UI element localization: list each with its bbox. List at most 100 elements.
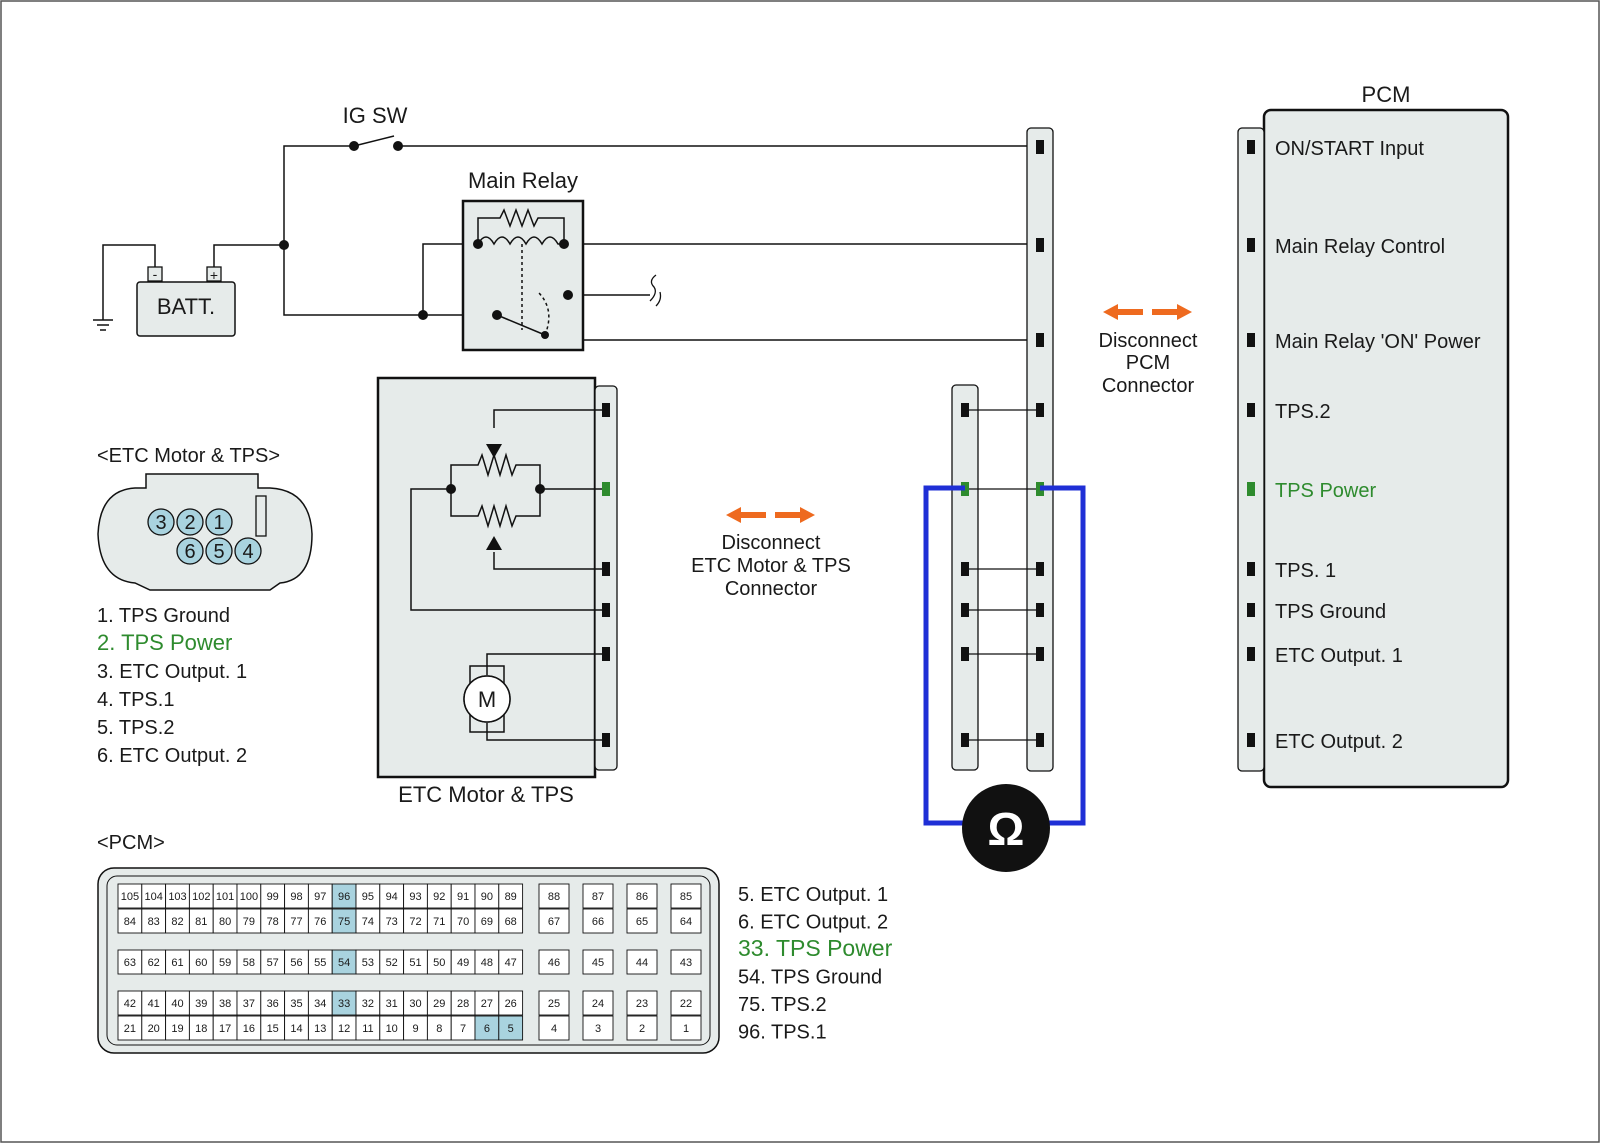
pcm-connector-pin-number: 41 [148,998,160,1010]
pcm-connector-cell [626,908,658,934]
pcm-connector-pin-number: 17 [219,1023,231,1035]
etc-pin-terminal [602,603,610,617]
harness-pin [961,733,969,747]
etc-connector-pin-number: 2 [184,512,195,534]
pcm-legend-item: 6. ETC Output. 2 [738,912,888,934]
pcm-connector-pin-number: 86 [636,891,648,903]
pcm-connector-pin-number: 36 [267,998,279,1010]
pcm-pin-label: ON/START Input [1275,138,1424,160]
meter-lead-right [1040,485,1086,826]
etc-connector-pin-number: 3 [155,512,166,534]
pcm-connector-pin-number: 98 [290,891,302,903]
pcm-connector-pin-number: 96 [338,891,350,903]
main-relay: Main Relay [461,168,585,352]
pcm-connector-pin-number: 93 [409,891,421,903]
ig-sw-label: IG SW [343,103,408,128]
harness-pin [1036,403,1044,417]
wire-break [649,274,662,307]
pcm-connector-pin-number: 88 [548,891,560,903]
etc-connector-header: <ETC Motor & TPS> [97,445,280,467]
disconnect-etc-arrows [726,507,815,523]
etc-pin-terminal [602,733,610,747]
pcm-pin-legend: 5. ETC Output. 16. ETC Output. 233. TPS … [738,884,893,1044]
disconnect-pcm-line1: Disconnect [1099,330,1198,352]
etc-legend-item: 5. TPS.2 [97,717,174,739]
pcm-connector-pin-number: 19 [171,1023,183,1035]
wiper-arrow-top [486,444,502,458]
pcm-connector-pin-number: 99 [267,891,279,903]
pcm-connector-cell [582,908,614,934]
pcm-connector-pin-number: 40 [171,998,183,1010]
etc-connector-pin [176,508,204,536]
harness-pin [961,562,969,576]
pcm-connector-pin-number: 30 [409,998,421,1010]
pcm-pin-label: TPS. 1 [1275,560,1336,582]
pcm-connector-pin-number: 92 [433,891,445,903]
etc-legend-item: 4. TPS.1 [97,689,174,711]
pcm-connector-cell [538,990,570,1016]
junction-dot [418,310,428,320]
wiper-arrow-bottom [486,536,502,550]
pcm-pin-terminal [1247,482,1255,496]
pcm-pin-label: Main Relay Control [1275,236,1445,258]
pcm-connector-header: <PCM> [97,832,165,854]
pcm-pin-label: TPS.2 [1275,401,1331,423]
pcm-connector-pin-number: 38 [219,998,231,1010]
harness-pin [961,603,969,617]
pcm-connector-pin-number: 44 [636,957,648,969]
harness-strip-right [1026,127,1054,772]
pcm-pin-terminal [1247,562,1255,576]
pcm-connector-pin-number: 42 [124,998,136,1010]
pcm-pin-label: Main Relay 'ON' Power [1275,331,1481,353]
harness-pin [1036,140,1044,154]
pcm-pin-terminal [1247,140,1255,154]
pcm-connector-pin-number: 82 [171,916,183,928]
pcm-connector-pin-number: 53 [362,957,374,969]
pcm-connector-pin-number: 87 [592,891,604,903]
pcm-connector-pin-number: 32 [362,998,374,1010]
meter-lead-left [923,485,965,826]
pcm-connector-pin-number: 75 [338,916,350,928]
pcm-connector-cell [498,949,524,975]
pcm-connector-cell [538,908,570,934]
pcm-connector-pin-number: 20 [148,1023,160,1035]
pcm-connector-pin-number: 72 [409,916,421,928]
pcm-connector-cell [626,990,658,1016]
pcm-connector-pin-number: 24 [592,998,604,1010]
pcm-connector-pin-number: 11 [362,1023,373,1035]
harness-pin [1036,647,1044,661]
battery-pos-terminal [206,266,222,282]
ohmmeter-body [962,784,1050,872]
etc-connector-strip [594,385,618,771]
junction-dot [446,484,456,494]
etc-connector-pin-number: 4 [242,541,253,563]
pcm-connector-pin-number: 70 [457,916,469,928]
pcm-connector-pin-number: 54 [338,957,350,969]
pcm-connector-pin-number: 12 [338,1023,350,1035]
pcm-connector-pin-number: 63 [124,957,136,969]
pcm-connector-pin-number: 62 [148,957,160,969]
pcm-connector-cell [670,1015,702,1041]
pcm-connector-pin-number: 48 [481,957,493,969]
pcm-connector-pin-number: 100 [240,891,258,903]
harness-pin [1036,238,1044,252]
etc-connector-key [255,495,267,537]
pcm-connector-pin-number: 35 [290,998,302,1010]
pcm-connector-pin-number: 1 [683,1023,689,1035]
pcm-connector-pin-number: 104 [145,891,163,903]
pcm-connector-pin-number: 26 [505,998,517,1010]
pcm-connector-pin-number: 51 [409,957,421,969]
disconnect-pcm-arrows [1103,304,1192,320]
etc-pins [602,403,610,747]
pcm-connector-pin-number: 55 [314,957,326,969]
etc-legend-item: 2. TPS Power [97,630,232,655]
pcm-connector-cell [498,990,524,1016]
pcm-connector-pin-number: 6 [484,1023,490,1035]
pcm-connector-pin-number: 64 [680,916,692,928]
pcm-connector-pin-number: 101 [216,891,234,903]
pcm-connector-pin-number: 67 [548,916,560,928]
pcm-connector-pin-number: 27 [481,998,493,1010]
